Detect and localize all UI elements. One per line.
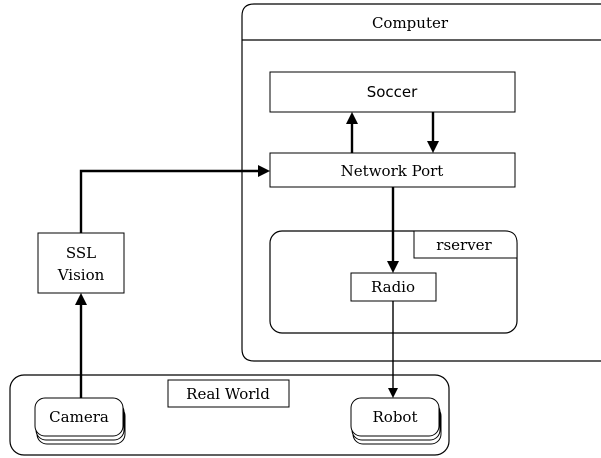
arrow-camera-to-sslvision	[75, 293, 87, 398]
arrow-radio-to-robot	[388, 301, 398, 398]
real-world-title-box	[167, 379, 290, 408]
camera-box	[34, 397, 124, 437]
radio-box	[350, 272, 437, 302]
soccer-node: Soccer	[269, 71, 516, 113]
arrow-soccer-to-network	[427, 112, 439, 153]
camera-label: Camera	[49, 408, 109, 426]
ssl-vision-box	[37, 232, 125, 294]
arrow-sslvision-to-network	[79, 165, 270, 233]
real-world-title: Real World	[186, 385, 270, 403]
radio-node: Radio	[350, 272, 437, 302]
ssl-vision-node: SSL Vision	[37, 232, 125, 294]
radio-label: Radio	[371, 278, 415, 296]
ssl-vision-label-line1: SSL	[66, 244, 96, 262]
robot-box	[350, 397, 440, 437]
computer-title: Computer	[372, 14, 449, 32]
soccer-label: Soccer	[367, 83, 418, 101]
arrow-network-to-radio	[387, 187, 399, 273]
network-port-label: Network Port	[341, 162, 444, 180]
ssl-vision-label-line2: Vision	[57, 266, 105, 284]
arrow-network-to-soccer	[346, 112, 358, 153]
camera-node: Camera	[34, 397, 126, 445]
network-port-node: Network Port	[269, 152, 516, 188]
robot-node: Robot	[350, 397, 442, 445]
rserver-title: rserver	[436, 236, 492, 254]
robot-label: Robot	[373, 408, 418, 426]
rserver-tab	[413, 230, 518, 259]
soccer-box	[269, 71, 516, 113]
